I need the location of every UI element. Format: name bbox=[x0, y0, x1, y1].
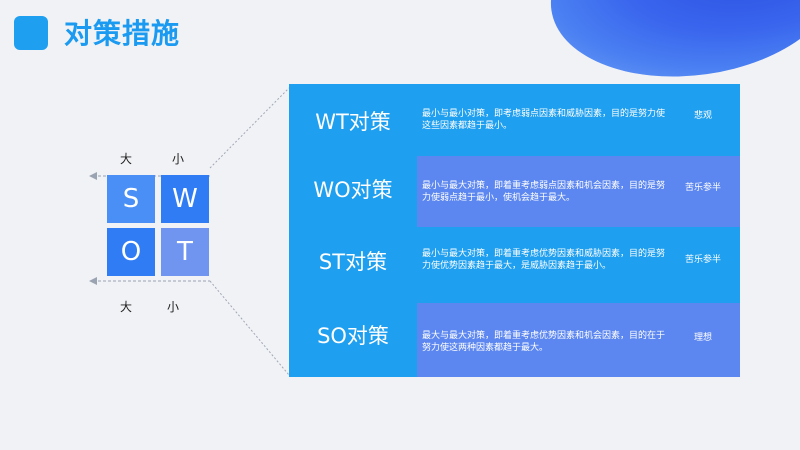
page-title: 对策措施 bbox=[64, 17, 181, 50]
strategy-tag-wt: 悲观 bbox=[693, 111, 712, 121]
strategy-tag-wo: 苦乐参半 bbox=[684, 183, 721, 193]
strategy-name-st: ST对策 bbox=[318, 250, 388, 274]
strategy-desc-st: 最小与最大对策，即着重考虑优势因素和威胁因素，目的是努力使优势因素趋于最大，是威… bbox=[422, 249, 666, 271]
strategy-name-wo: WO对策 bbox=[313, 178, 393, 202]
bottom-label-small: 小 bbox=[167, 300, 180, 314]
swot-tile-w: W bbox=[161, 175, 209, 223]
swot-tile-o: O bbox=[107, 228, 155, 276]
strategy-desc-wo: 最小与最大对策，即着重考虑弱点因素和机会因素，目的是努力使弱点趋于最小，使机会趋… bbox=[422, 181, 666, 203]
swot-tile-s: S bbox=[107, 175, 155, 223]
strategy-row-highlight-wo bbox=[417, 156, 740, 227]
strategy-name-so: SO对策 bbox=[317, 324, 389, 348]
strategy-name-wt: WT对策 bbox=[315, 110, 391, 134]
title-square-icon bbox=[14, 16, 48, 50]
strategy-desc-so: 最大与最大对策，即着重考虑优势因素和机会因素，目的在于努力使这两种因素都趋于最大… bbox=[422, 331, 666, 353]
strategy-desc-wt: 最小与最小对策，即考虑弱点因素和威胁因素，目的是努力使这些因素都趋于最小。 bbox=[422, 109, 666, 131]
strategy-tag-so: 理想 bbox=[693, 333, 712, 343]
top-label-small: 小 bbox=[172, 152, 185, 166]
swot-tile-t: T bbox=[161, 228, 209, 276]
top-label-large: 大 bbox=[120, 152, 133, 166]
strategy-row-highlight-so bbox=[417, 303, 740, 377]
strategy-tag-st: 苦乐参半 bbox=[684, 255, 721, 265]
bottom-label-large: 大 bbox=[120, 300, 133, 314]
